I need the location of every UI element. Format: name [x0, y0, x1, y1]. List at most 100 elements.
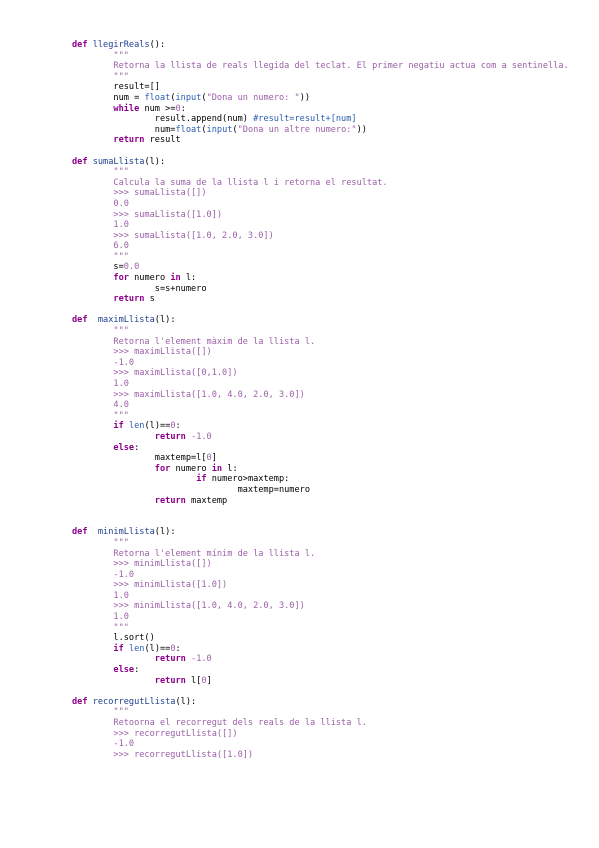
code-token: return: [113, 135, 145, 146]
code-line: >>> maximLlista([1.0, 4.0, 2.0, 3.0]): [72, 390, 572, 401]
code-line: >>> minimLlista([1.0]): [72, 580, 572, 591]
blank-line: [72, 506, 572, 517]
code-line: >>> sumaLlista([1.0, 2.0, 3.0]): [72, 231, 572, 242]
code-line: else:: [72, 665, 572, 676]
code-token: 0: [175, 103, 181, 114]
code-token: return: [154, 675, 186, 686]
code-line: >>> sumaLlista([]): [72, 188, 572, 199]
code-token: [72, 135, 113, 145]
code-line: """: [72, 72, 572, 83]
code-token: 0: [201, 675, 207, 686]
code-token: maximLlista: [97, 315, 155, 326]
code-token: -1.0: [191, 431, 212, 442]
code-line: def sumaLlista(l):: [72, 157, 572, 168]
code-token: """: [72, 410, 129, 421]
code-token: :: [134, 442, 140, 453]
code-token: """: [72, 167, 129, 178]
code-token: numero>maxtemp:: [206, 474, 290, 485]
code-token: ():: [149, 40, 166, 50]
code-line: for numero in l:: [72, 464, 572, 475]
code-line: maxtemp=l[0]: [72, 453, 572, 464]
code-token: [72, 654, 155, 664]
code-token: ]: [211, 453, 217, 464]
code-token: (: [170, 92, 176, 103]
code-token: >>> minimLlista([1.0, 4.0, 2.0, 3.0]): [72, 601, 305, 612]
code-token: maxtemp=numero: [72, 484, 310, 495]
code-line: -1.0: [72, 570, 572, 581]
code-token: (: [201, 92, 207, 103]
code-token: [72, 474, 196, 484]
code-token: >>> maximLlista([]): [72, 347, 212, 358]
code-line: num=float(input("Dona un altre numero:")…: [72, 125, 572, 136]
code-token: "Dona un numero: ": [206, 92, 300, 103]
code-line: >>> minimLlista([1.0, 4.0, 2.0, 3.0]): [72, 601, 572, 612]
code-line: return s: [72, 294, 572, 305]
code-token: return: [154, 654, 186, 665]
code-line: """: [72, 51, 572, 62]
code-line: """: [72, 252, 572, 263]
code-line: 1.0: [72, 379, 572, 390]
code-token: )): [299, 92, 311, 103]
code-token: """: [72, 326, 129, 337]
blank-line: [72, 686, 572, 697]
code-line: if numero>maxtemp:: [72, 474, 572, 485]
code-line: result.append(num) #result=result+[num]: [72, 114, 572, 125]
code-token: result=[]: [72, 82, 160, 93]
code-token: >>> recorregutLlista([1.0]): [72, 749, 254, 760]
blank-line: [72, 146, 572, 157]
blank-line: [72, 305, 572, 316]
code-line: -1.0: [72, 358, 572, 369]
code-line: while num >=0:: [72, 104, 572, 115]
code-token: Retorna l'element mínim de la llista l.: [72, 548, 316, 559]
code-token: s=s+numero: [72, 283, 207, 294]
code-line: >>> minimLlista([]): [72, 559, 572, 570]
code-token: -1.0: [72, 739, 135, 750]
code-line: num = float(input("Dona un numero: ")): [72, 93, 572, 104]
code-line: return -1.0: [72, 654, 572, 665]
code-token: def: [72, 527, 98, 538]
code-line: >>> recorregutLlista([]): [72, 729, 572, 740]
code-line: Retorna l'element màxim de la llista l.: [72, 337, 572, 348]
code-token: s: [144, 294, 155, 305]
code-token: :: [180, 103, 186, 114]
code-token: Calcula la suma de la llista l i retorna…: [72, 177, 388, 188]
code-line: l.sort(): [72, 633, 572, 644]
code-token: num >=: [139, 103, 176, 114]
code-token: [72, 464, 155, 474]
code-token: """: [72, 251, 129, 262]
code-token: 0: [170, 643, 176, 654]
code-line: result=[]: [72, 82, 572, 93]
code-line: def minimLlista(l):: [72, 527, 572, 538]
code-token: else: [113, 442, 135, 453]
code-line: >>> recorregutLlista([1.0]): [72, 750, 572, 761]
code-token: minimLlista: [97, 527, 155, 538]
code-token: >>> maximLlista([0,1.0]): [72, 368, 238, 379]
code-line: Retorna l'element mínim de la llista l.: [72, 549, 572, 560]
code-token: """: [72, 50, 129, 61]
code-line: """: [72, 411, 572, 422]
code-token: 1.0: [72, 612, 129, 623]
code-token: >>> minimLlista([1.0]): [72, 580, 228, 591]
code-line: """: [72, 707, 572, 718]
code-token: maxtemp: [185, 495, 228, 506]
code-line: 1.0: [72, 591, 572, 602]
code-token: def: [72, 156, 93, 167]
code-token: 1.0: [72, 220, 129, 231]
code-line: def llegirReals():: [72, 40, 572, 51]
code-token: result: [144, 135, 181, 146]
code-token: maxtemp=l[: [72, 453, 207, 464]
code-token: -1.0: [72, 569, 135, 580]
code-token: >>> minimLlista([]): [72, 559, 212, 570]
code-line: """: [72, 538, 572, 549]
code-line: def maximLlista(l):: [72, 315, 572, 326]
code-line: 4.0: [72, 400, 572, 411]
code-token: :: [175, 421, 181, 432]
code-token: llegirReals: [92, 40, 150, 50]
code-token: else: [113, 665, 135, 676]
blank-line: [72, 517, 572, 528]
code-token: 6.0: [72, 241, 129, 252]
code-line: return -1.0: [72, 432, 572, 443]
code-line: else:: [72, 443, 572, 454]
code-token: (l):: [175, 696, 197, 707]
code-token: ]: [206, 675, 212, 686]
